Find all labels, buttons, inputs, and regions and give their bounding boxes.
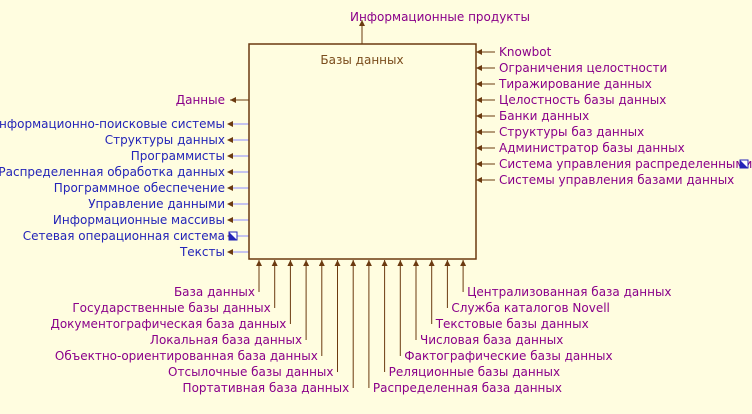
right-concept-label[interactable]: Ограничения целостности [499,61,667,75]
left-input-arrowhead [227,137,233,143]
bottom-concept-label[interactable]: Реляционные базы данных [389,365,561,379]
top-output-label[interactable]: Информационные продукты [350,10,530,24]
bottom-concept-label[interactable]: Распределенная база данных [373,381,562,395]
right-concept-label[interactable]: Knowbot [499,45,552,59]
left-input-arrowhead [227,201,233,207]
left-input-label[interactable]: Структуры данных [105,133,225,147]
right-concept-label[interactable]: Структуры баз данных [499,125,644,139]
bottom-concept-label[interactable]: Локальная база данных [150,333,302,347]
left-input-label[interactable]: Программное обеспечение [54,181,225,195]
left-input-label[interactable]: Информационные массивы [53,213,225,227]
left-input-label[interactable]: Программисты [131,149,225,163]
bottom-concept-label[interactable]: Служба каталогов Novell [451,301,610,315]
left-input-arrowhead [227,121,233,127]
left-input-label[interactable]: Информационно-поисковые системы [0,117,225,131]
central-box [248,43,477,260]
bottom-concept-label[interactable]: База данных [174,285,255,299]
bottom-concept-label[interactable]: Числовая база данных [420,333,563,347]
bottom-concept-label[interactable]: Государственные базы данных [72,301,270,315]
bottom-concept-label[interactable]: Портативная база данных [183,381,350,395]
left-input-arrowhead [227,185,233,191]
bottom-concept-label[interactable]: Текстовые базы данных [435,317,589,331]
right-concept-label[interactable]: Системы управления базами данных [499,173,734,187]
bottom-concept-label[interactable]: Отсылочные базы данных [168,365,333,379]
left-input-label[interactable]: Распределенная обработка данных [0,165,225,179]
central-box-title: Базы данных [320,53,403,67]
left-input-label[interactable]: Тексты [179,245,225,259]
left-input-label[interactable]: Управление данными [88,197,225,211]
right-concept-label[interactable]: Администратор базы данных [499,141,685,155]
left-input-label[interactable]: Сетевая операционная система [23,229,225,243]
left-input-arrowhead [227,249,233,255]
left-output-label[interactable]: Данные [176,93,225,107]
left-input-link-icon[interactable] [228,231,238,241]
bottom-concept-label[interactable]: Централизованная база данных [467,285,671,299]
right-concept-label[interactable]: Банки данных [499,109,589,123]
left-input-arrowhead [227,169,233,175]
bottom-concept-label[interactable]: Объектно-ориентированная база данных [55,349,318,363]
right-concept-label[interactable]: Тиражирование данных [498,77,652,91]
right-concept-label[interactable]: Система управления распределенными [499,157,752,171]
left-input-arrowhead [227,153,233,159]
bottom-concept-label[interactable]: Фактографические базы данных [404,349,612,363]
left-input-arrowhead [227,217,233,223]
right-concept-link-icon[interactable] [739,159,749,169]
right-concept-label[interactable]: Целостность базы данных [499,93,666,107]
bottom-concept-label[interactable]: Документографическая база данных [50,317,286,331]
